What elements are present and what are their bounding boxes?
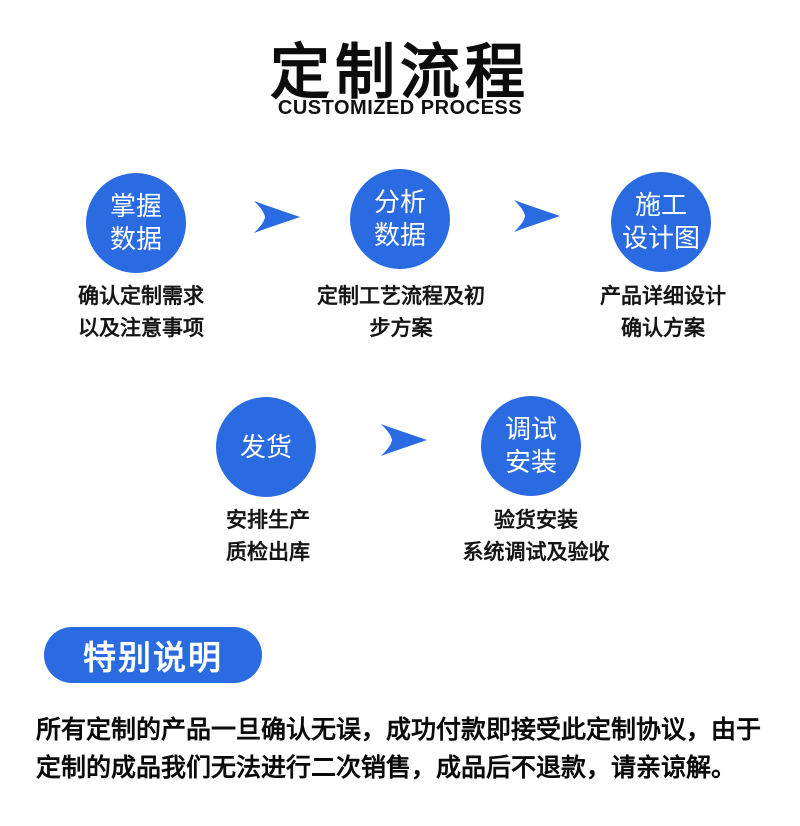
step-description-line: 安排生产 — [226, 509, 310, 532]
step-description-line: 质检出库 — [226, 541, 310, 564]
step-circle-construction-design: 施工 设计图 — [611, 172, 711, 272]
special-note-badge: 特别说明 — [44, 627, 262, 683]
page-title: 定制流程 — [270, 39, 530, 106]
step-description: 定制工艺流程及初 步方案 — [317, 281, 485, 345]
step-description-line: 验货安装 — [494, 509, 578, 532]
step-description: 验货安装 系统调试及验收 — [463, 505, 610, 569]
step-circle-label-line: 掌握 — [109, 191, 162, 221]
arrow-right-icon — [381, 423, 427, 457]
step-description-line: 产品详细设计 — [600, 285, 726, 308]
arrow-right-icon — [254, 200, 300, 234]
step-circle-label-line: 发货 — [239, 431, 292, 462]
step-circle-label-line: 施工 — [634, 190, 687, 220]
step-circle-label-line: 安装 — [504, 447, 557, 477]
step-description-line: 定制工艺流程及初 — [317, 285, 485, 308]
step-description: 确认定制需求 以及注意事项 — [78, 281, 204, 345]
step-description-line: 以及注意事项 — [78, 317, 204, 340]
step-circle-label-line: 数据 — [373, 220, 426, 250]
step-description-line: 确认定制需求 — [78, 285, 204, 308]
step-circle-shipping: 发货 — [216, 397, 316, 497]
step-circle-grasp-data: 掌握 数据 — [86, 173, 186, 273]
step-circle-label-line: 数据 — [109, 224, 162, 254]
step-description: 安排生产 质检出库 — [226, 505, 310, 569]
step-circle-label-line: 分析 — [373, 187, 426, 217]
step-description-line: 系统调试及验收 — [462, 541, 610, 564]
step-circle-label-line: 设计图 — [621, 223, 700, 253]
step-description: 产品详细设计 确认方案 — [600, 281, 726, 345]
page-subtitle: CUSTOMIZED PROCESS — [277, 97, 523, 119]
step-circle-debug-install: 调试 安装 — [481, 396, 581, 496]
step-circle-label-line: 调试 — [504, 414, 557, 444]
step-description-line: 步方案 — [369, 317, 433, 340]
step-description-line: 确认方案 — [621, 317, 705, 340]
arrow-right-icon — [514, 199, 560, 233]
step-circle-analyze-data: 分析 数据 — [350, 169, 450, 269]
special-note-text: 所有定制的产品一旦确认无误，成功付款即接受此定制协议，由于定制的成品我们无法进行… — [36, 716, 762, 782]
